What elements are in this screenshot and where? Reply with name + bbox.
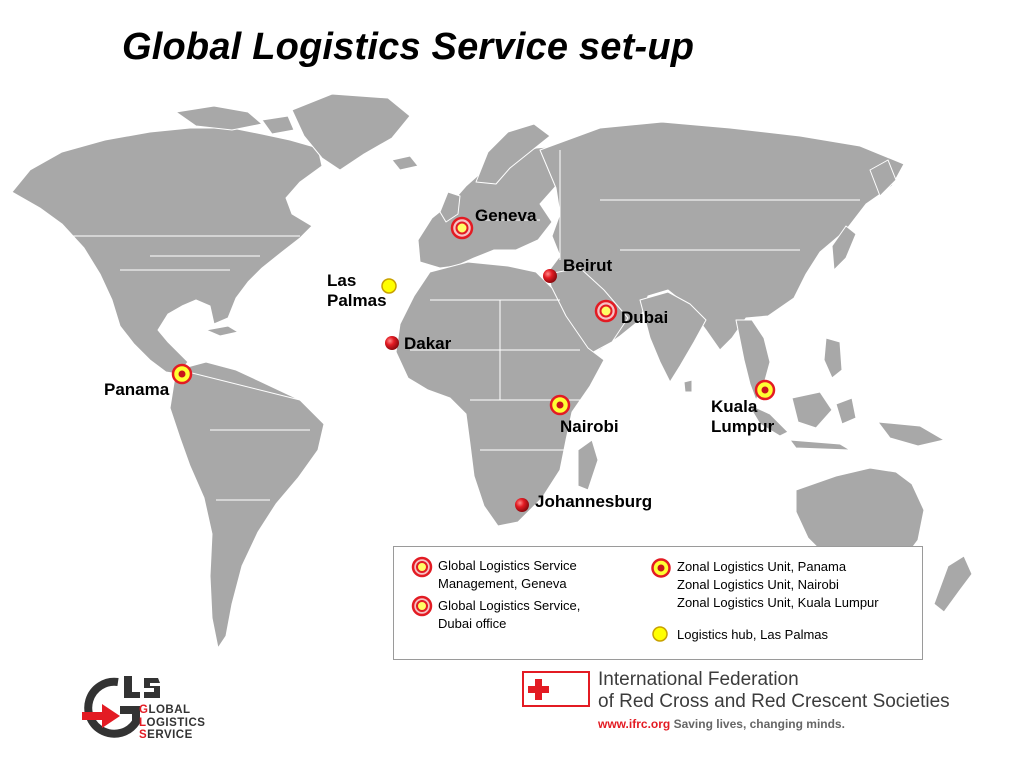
landmass-scandinavia: [475, 123, 551, 185]
red-cross-crescent-icon: [528, 677, 574, 701]
gls-service-initial: S: [139, 729, 148, 741]
landmass-new-zealand: [933, 555, 973, 613]
ifrc-url-link[interactable]: www.ifrc.org: [598, 717, 671, 731]
landmass-sumatra: [747, 403, 789, 437]
city-label-nairobi: Nairobi: [560, 417, 619, 436]
landmass-borneo: [791, 391, 833, 429]
landmass-greenland: [291, 93, 411, 171]
legend-zonal-panama: Zonal Logistics Unit, Panama: [677, 559, 847, 574]
legend-zonal-kuala-lumpur: Zonal Logistics Unit, Kuala Lumpur: [677, 595, 879, 610]
city-label-kuala-lumpur: Kuala Lumpur: [711, 397, 775, 436]
page-title: Global Logistics Service set-up: [122, 26, 695, 68]
city-label-dakar: Dakar: [404, 334, 452, 353]
landmass-north-america: [11, 127, 323, 375]
gls-management-icon: [411, 556, 433, 578]
border-lines: [60, 150, 860, 501]
marker-las-palmas: [381, 278, 397, 294]
marker-geneva: [450, 216, 474, 240]
gls-logo-text: GLOBAL LOGISTICS SERVICE: [139, 704, 205, 742]
map-legend: Global Logistics Service Management, Gen…: [393, 546, 923, 660]
ifrc-slogan: Saving lives, changing minds.: [670, 717, 845, 731]
gls-logistics-initial: L: [139, 716, 147, 729]
gls-service-rest: ERVICE: [147, 729, 193, 741]
gls-global-initial: G: [139, 704, 149, 716]
ifrc-name-line2: of Red Cross and Red Crescent Societies: [598, 691, 950, 712]
legend-management-label: Global Logistics Service Management, Gen…: [438, 558, 577, 591]
marker-johannesburg: [515, 498, 529, 512]
legend-hub-label: Logistics hub, Las Palmas: [677, 627, 829, 642]
landmass-arctic-islands: [175, 105, 263, 131]
gls-global-rest: LOBAL: [148, 704, 191, 716]
city-label-johannesburg: Johannesburg: [535, 492, 653, 511]
landmass-new-guinea: [877, 421, 945, 447]
gls-office-icon: [411, 595, 433, 617]
marker-dubai: [594, 299, 618, 323]
logistics-hub-icon: [652, 626, 668, 642]
city-label-panama: Panama: [104, 380, 170, 399]
gls-logistics-rest: OGISTICS: [146, 716, 206, 729]
landmass-madagascar: [577, 439, 599, 491]
city-label-geneva: Geneva: [475, 206, 537, 225]
legend-office-label: Global Logistics Service, Dubai office: [438, 598, 581, 631]
city-label-beirut: Beirut: [563, 256, 613, 275]
ifrc-name-line1: International Federation: [598, 669, 799, 690]
marker-dakar: [385, 336, 399, 350]
ifrc-emblem: [522, 671, 590, 707]
gls-logo: [82, 676, 160, 738]
city-label-dubai: Dubai: [621, 308, 669, 327]
marker-nairobi: [549, 394, 571, 416]
legend-zonal-nairobi: Zonal Logistics Unit, Nairobi: [677, 577, 839, 592]
landmass-uk: [439, 191, 461, 223]
landmass-japan: [831, 225, 857, 271]
landmass-india: [639, 291, 707, 383]
ifrc-tagline: www.ifrc.org Saving lives, changing mind…: [598, 717, 845, 731]
zonal-unit-icon: [651, 558, 671, 578]
marker-panama: [171, 363, 193, 385]
marker-beirut: [543, 269, 557, 283]
city-label-las-palmas: Las Palmas: [327, 271, 387, 310]
marker-kuala-lumpur: [754, 379, 776, 401]
landmass-south-america: [169, 361, 325, 649]
